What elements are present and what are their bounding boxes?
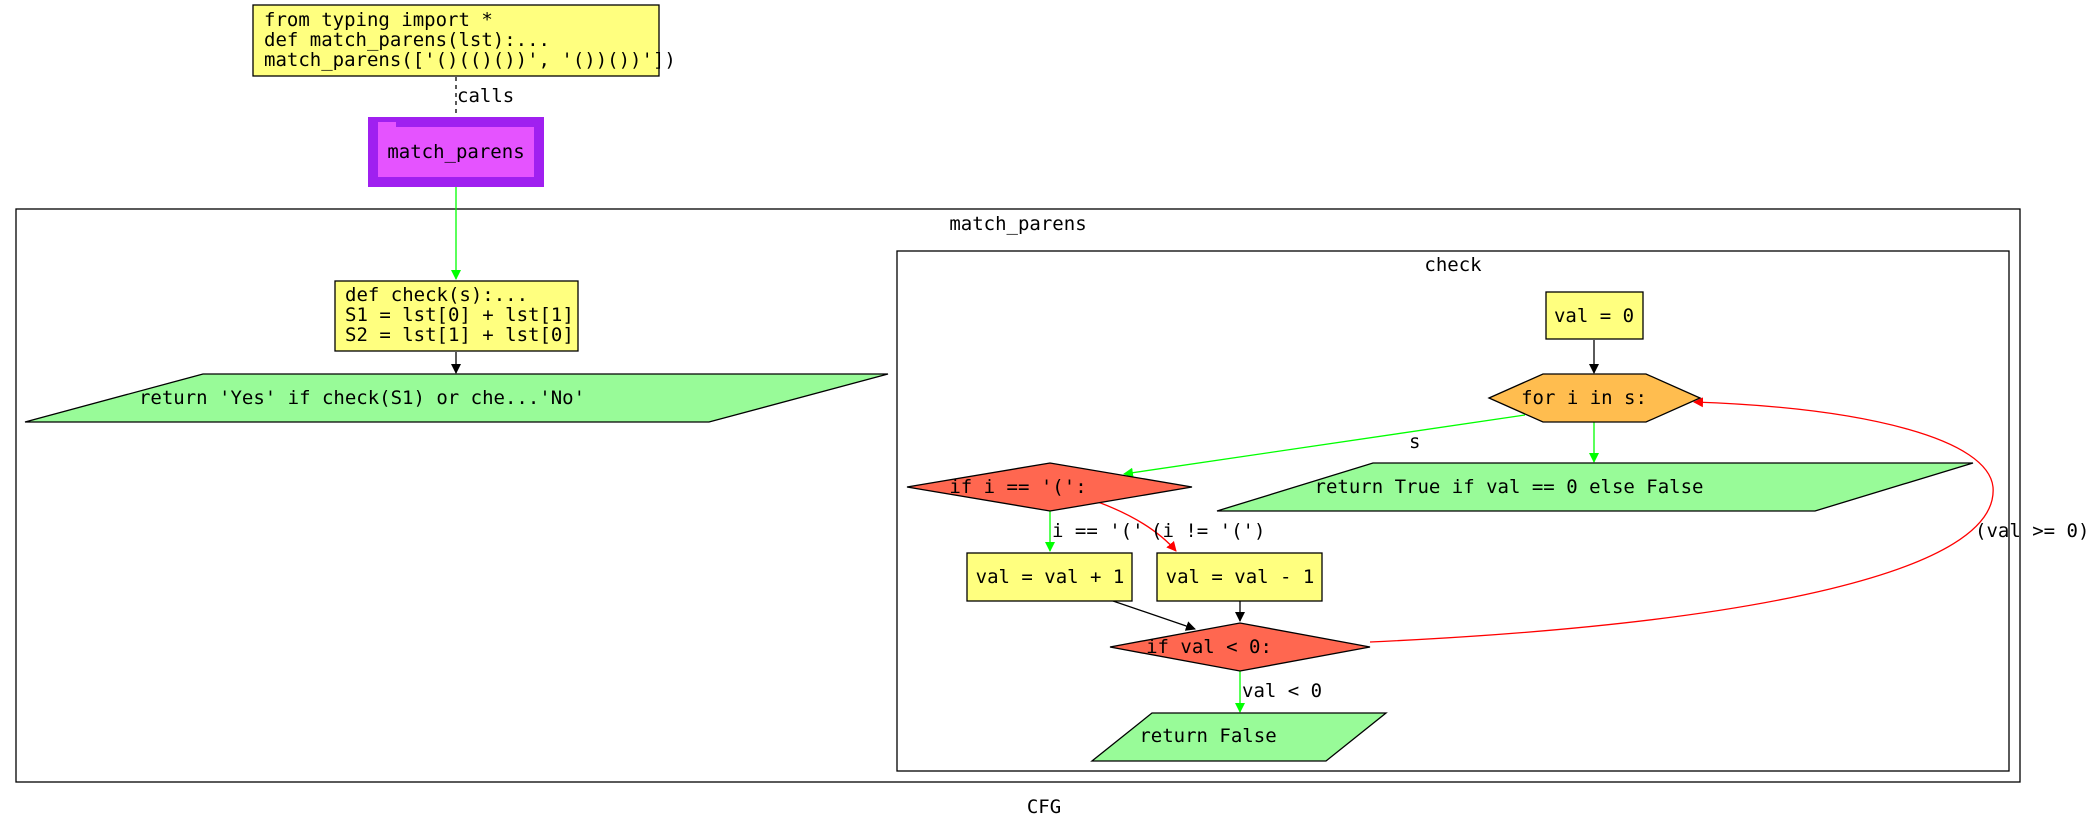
- edge-label-loop-body: s: [1409, 431, 1420, 453]
- caller-code-line-1: from typing import *: [264, 9, 493, 31]
- caller-code-line-2: def match_parens(lst):...: [264, 29, 550, 51]
- dec-val-node: val = val - 1: [1156, 552, 1323, 602]
- def-block-node: def check(s):... S1 = lst[0] + lst[1] S2…: [334, 280, 579, 352]
- return-yes-no-label: return 'Yes' if check(S1) or che...'No': [139, 387, 585, 409]
- def-block-line-1: def check(s):...: [345, 284, 528, 306]
- edge-label-not-open: (i != '('): [1151, 520, 1265, 542]
- edge-label-is-open: i == '(': [1052, 520, 1144, 542]
- return-yes-no-node: return 'Yes' if check(S1) or che...'No': [24, 373, 889, 423]
- cluster-match-parens-label: match_parens: [949, 213, 1086, 235]
- inc-val-node: val = val + 1: [966, 552, 1133, 602]
- edge-label-calls: calls: [457, 85, 514, 107]
- if-open-paren-label: if i == '(':: [949, 476, 1086, 498]
- def-block-line-3: S2 = lst[1] + lst[0]: [345, 324, 574, 346]
- return-false-node: return False: [1090, 712, 1388, 762]
- edge-label-nonneg: (val >= 0): [1975, 520, 2087, 542]
- cluster-check-label: check: [1424, 254, 1482, 276]
- cluster-check: [896, 250, 2010, 772]
- if-val-negative-node: if val < 0:: [1109, 622, 1371, 672]
- caller-code-line-3: match_parens(['()(()())', '())())']): [264, 49, 676, 71]
- for-loop-label: for i in s:: [1521, 387, 1647, 409]
- cluster-match-parens: [15, 208, 2021, 783]
- edge-cond-to-dec: [1097, 501, 1177, 552]
- if-val-negative-label: if val < 0:: [1146, 636, 1272, 658]
- for-loop-node: for i in s:: [1487, 373, 1702, 423]
- function-node-label: match_parens: [387, 141, 524, 163]
- inc-val-label: val = val + 1: [976, 566, 1125, 588]
- if-open-paren-node: if i == '(':: [906, 462, 1193, 512]
- diagram-caption: CFG: [1027, 796, 1061, 818]
- init-val-node: val = 0: [1545, 291, 1644, 340]
- edge-label-neg: val < 0: [1242, 680, 1322, 702]
- dec-val-label: val = val - 1: [1166, 566, 1315, 588]
- return-true-node: return True if val == 0 else False: [1216, 462, 1974, 512]
- edge-condneg-to-loop: [1369, 397, 1994, 643]
- def-block-line-2: S1 = lst[0] + lst[1]: [345, 304, 574, 326]
- init-val-label: val = 0: [1554, 305, 1634, 327]
- return-false-label: return False: [1139, 725, 1276, 747]
- edge-inc-to-condneg: [1112, 600, 1196, 631]
- caller-code-node: from typing import * def match_parens(ls…: [252, 4, 676, 77]
- return-true-label: return True if val == 0 else False: [1315, 476, 1704, 498]
- function-node-match-parens: match_parens: [368, 117, 544, 187]
- edge-loop-to-cond: [1123, 414, 1526, 478]
